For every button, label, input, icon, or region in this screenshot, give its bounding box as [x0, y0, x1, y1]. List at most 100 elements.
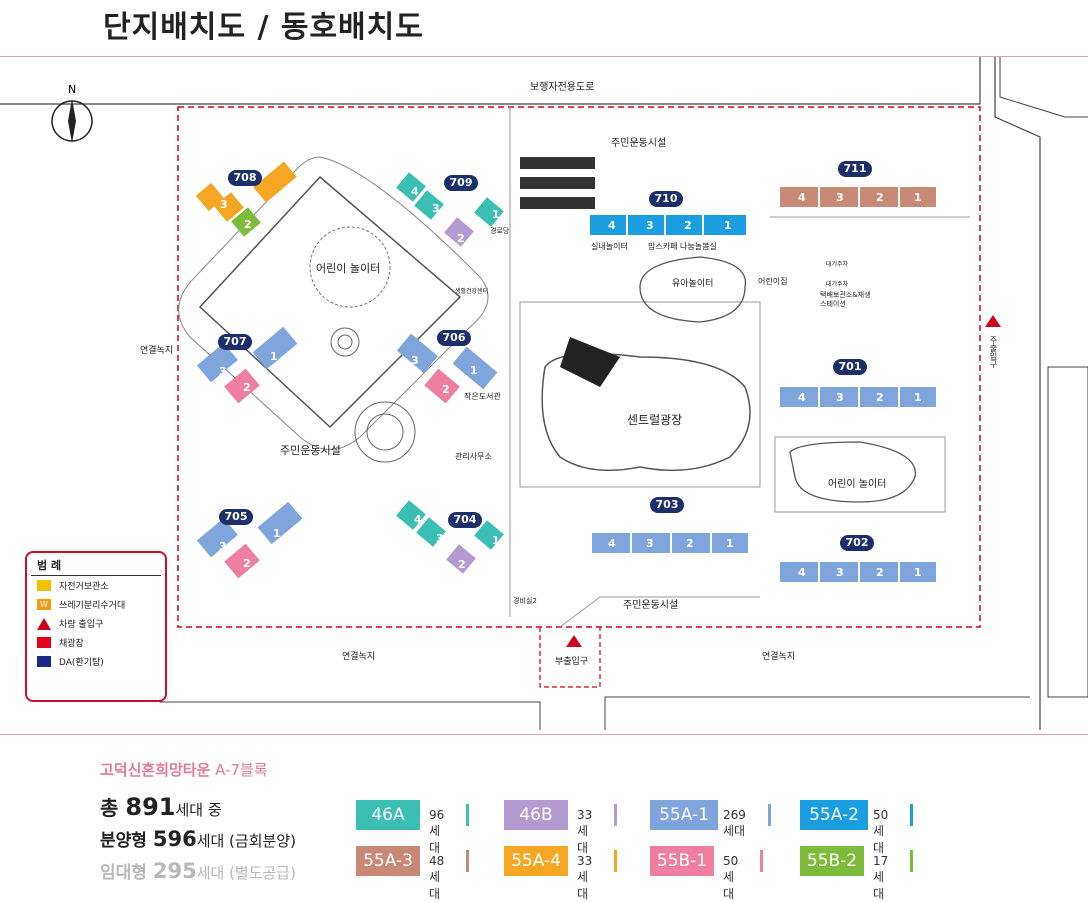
unit-label: 3 — [436, 532, 444, 545]
unit-label: 1 — [270, 350, 278, 363]
unit-label: 2 — [243, 381, 251, 394]
building-708 — [195, 161, 297, 237]
unit-label: 3 — [836, 391, 844, 404]
facility-care-room: 나눔놀봄실 — [680, 242, 717, 251]
facility-playground-left: 어린이 놀이터 — [316, 262, 381, 275]
building-badge-703: 703 — [650, 497, 684, 513]
unit-type-chip: 46A — [356, 800, 420, 830]
sub-gate-label: 부출입구 — [555, 657, 589, 667]
svg-text:N: N — [68, 83, 76, 96]
unit-label: 1 — [914, 391, 922, 404]
building-702 — [780, 562, 936, 582]
unit-type-chip: 55B-2 — [800, 846, 864, 876]
unit-label: 3 — [220, 198, 228, 211]
building-badge-701: 701 — [833, 359, 867, 375]
unit-label: 2 — [684, 219, 692, 232]
unit-type-count: 33세대 — [577, 854, 593, 901]
legend-item-vent: DA(환기탑) — [27, 652, 165, 671]
unit-label: 2 — [457, 232, 465, 245]
facility-health-center: 생활건강센터 — [455, 288, 489, 295]
unit-label: 3 — [411, 354, 419, 367]
unit-label: 2 — [244, 218, 252, 231]
facility-daycare: 어린이집 — [758, 277, 788, 286]
unit-label: 4 — [414, 513, 422, 526]
facility-toddler-playground: 유아놀이터 — [672, 279, 714, 289]
unit-label: 4 — [798, 191, 806, 204]
unit-type-bar — [910, 804, 913, 826]
legend-item-vehicle: 차량 출입구 — [27, 614, 165, 633]
waste-icon: W — [37, 599, 51, 610]
building-707 — [196, 326, 298, 404]
facility-management-office: 관리사무소 — [455, 452, 492, 461]
unit-label: 3 — [836, 566, 844, 579]
unit-type-bar — [614, 804, 617, 826]
unit-type-chip: 55A-2 — [800, 800, 868, 830]
rent-units: 임대형 295세대 (별도공급) — [100, 859, 296, 883]
north-arrow-icon: N — [51, 83, 93, 143]
complex-name: 고덕신혼희망타운 A-7블록 — [100, 761, 268, 779]
vehicle-entrance-icon — [985, 315, 1001, 327]
unit-label: 1 — [914, 566, 922, 579]
building-badge-707: 707 — [218, 334, 252, 350]
building-badge-706: 706 — [437, 330, 471, 346]
unit-type-count: 17세대 — [873, 854, 889, 901]
vent-tower-icon — [37, 656, 51, 667]
unit-label: 2 — [876, 566, 884, 579]
unit-label: 4 — [608, 219, 616, 232]
unit-label: 2 — [243, 557, 251, 570]
building-710 — [590, 215, 746, 235]
building-704 — [396, 500, 504, 574]
unit-type-bar — [466, 850, 469, 872]
unit-label: 2 — [686, 537, 694, 550]
unit-type-count: 50세대 — [723, 854, 739, 901]
green-bottom-left-label: 연결녹지 — [342, 652, 376, 662]
green-left-label: 연결녹지 — [140, 346, 174, 356]
unit-type-bar — [466, 804, 469, 826]
building-706 — [396, 333, 498, 404]
building-705 — [196, 501, 303, 579]
unit-type-bar — [760, 850, 763, 872]
unit-label: 3 — [836, 191, 844, 204]
bike-icon — [37, 580, 51, 591]
top-divider — [0, 56, 1088, 57]
legend-item-skylight: 채광창 — [27, 633, 165, 652]
unit-label: 3 — [646, 219, 654, 232]
building-badge-704: 704 — [448, 512, 482, 528]
unit-type-count: 33세대 — [577, 808, 593, 855]
unit-label: 1 — [726, 537, 734, 550]
skylight-icon — [37, 637, 51, 648]
unit-label: 3 — [432, 202, 440, 215]
unit-label: 2 — [442, 383, 450, 396]
building-701 — [780, 387, 936, 407]
unit-type-count: 48세대 — [429, 854, 445, 901]
unit-label: 2 — [458, 558, 466, 571]
building-badge-708: 708 — [228, 170, 262, 186]
building-badge-705: 705 — [219, 509, 253, 525]
facility-sports-bottom: 주민운동시설 — [623, 600, 679, 611]
total-units: 총 891세대 중 — [100, 793, 222, 821]
facility-playground-right: 어린이 놀이터 — [828, 479, 887, 490]
unit-label: 1 — [470, 364, 478, 377]
parking-stripes — [520, 157, 595, 209]
unit-label: 1 — [724, 219, 732, 232]
unit-label: 4 — [798, 391, 806, 404]
building-711 — [780, 187, 936, 207]
unit-label: 1 — [273, 527, 281, 540]
facility-waiting-parking-2: 대기주차 — [826, 261, 849, 268]
unit-label: 4 — [245, 184, 253, 197]
guard-post-label: 경비실2 — [513, 597, 537, 605]
unit-label: 4 — [608, 537, 616, 550]
legend-item-bike: 자전거보관소 — [27, 576, 165, 595]
unit-type-count: 269세대 — [723, 808, 746, 838]
road-top-label: 보행자전용도로 — [530, 82, 595, 93]
unit-type-count: 50세대 — [873, 808, 889, 855]
unit-label: 3 — [646, 537, 654, 550]
green-bottom-right-label: 연결녹지 — [762, 652, 796, 662]
building-badge-711: 711 — [838, 161, 872, 177]
unit-type-chip: 55A-4 — [504, 846, 568, 876]
sale-units: 분양형 596세대 (금회분양) — [100, 827, 296, 851]
facility-library: 작은도서관 — [464, 392, 501, 401]
unit-label: 4 — [798, 566, 806, 579]
bottom-divider — [0, 734, 1088, 735]
